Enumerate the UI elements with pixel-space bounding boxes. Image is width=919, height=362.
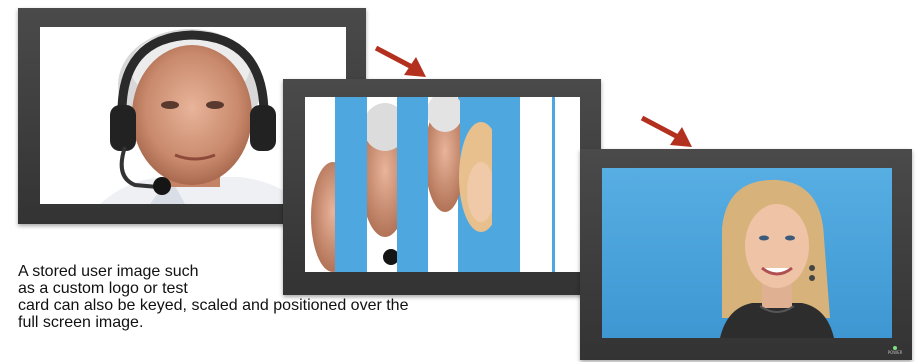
caption-line-3: card can also be keyed, scaled and posit… bbox=[18, 297, 578, 314]
power-label: POWER bbox=[888, 350, 903, 355]
caption: A stored user image such as a custom log… bbox=[18, 263, 578, 331]
wipe-transition-image bbox=[305, 97, 580, 272]
woman-image bbox=[602, 168, 892, 338]
arrow-icon bbox=[640, 115, 700, 150]
caption-line-2: as a custom logo or test bbox=[18, 280, 268, 297]
caption-line-1: A stored user image such bbox=[18, 263, 268, 280]
arrow-icon bbox=[374, 45, 434, 80]
power-indicator: POWER bbox=[886, 346, 904, 356]
monitor-3-screen bbox=[602, 168, 892, 338]
monitor-3: POWER bbox=[580, 149, 912, 360]
caption-line-4: full screen image. bbox=[18, 314, 578, 331]
monitor-2-screen bbox=[305, 97, 580, 272]
